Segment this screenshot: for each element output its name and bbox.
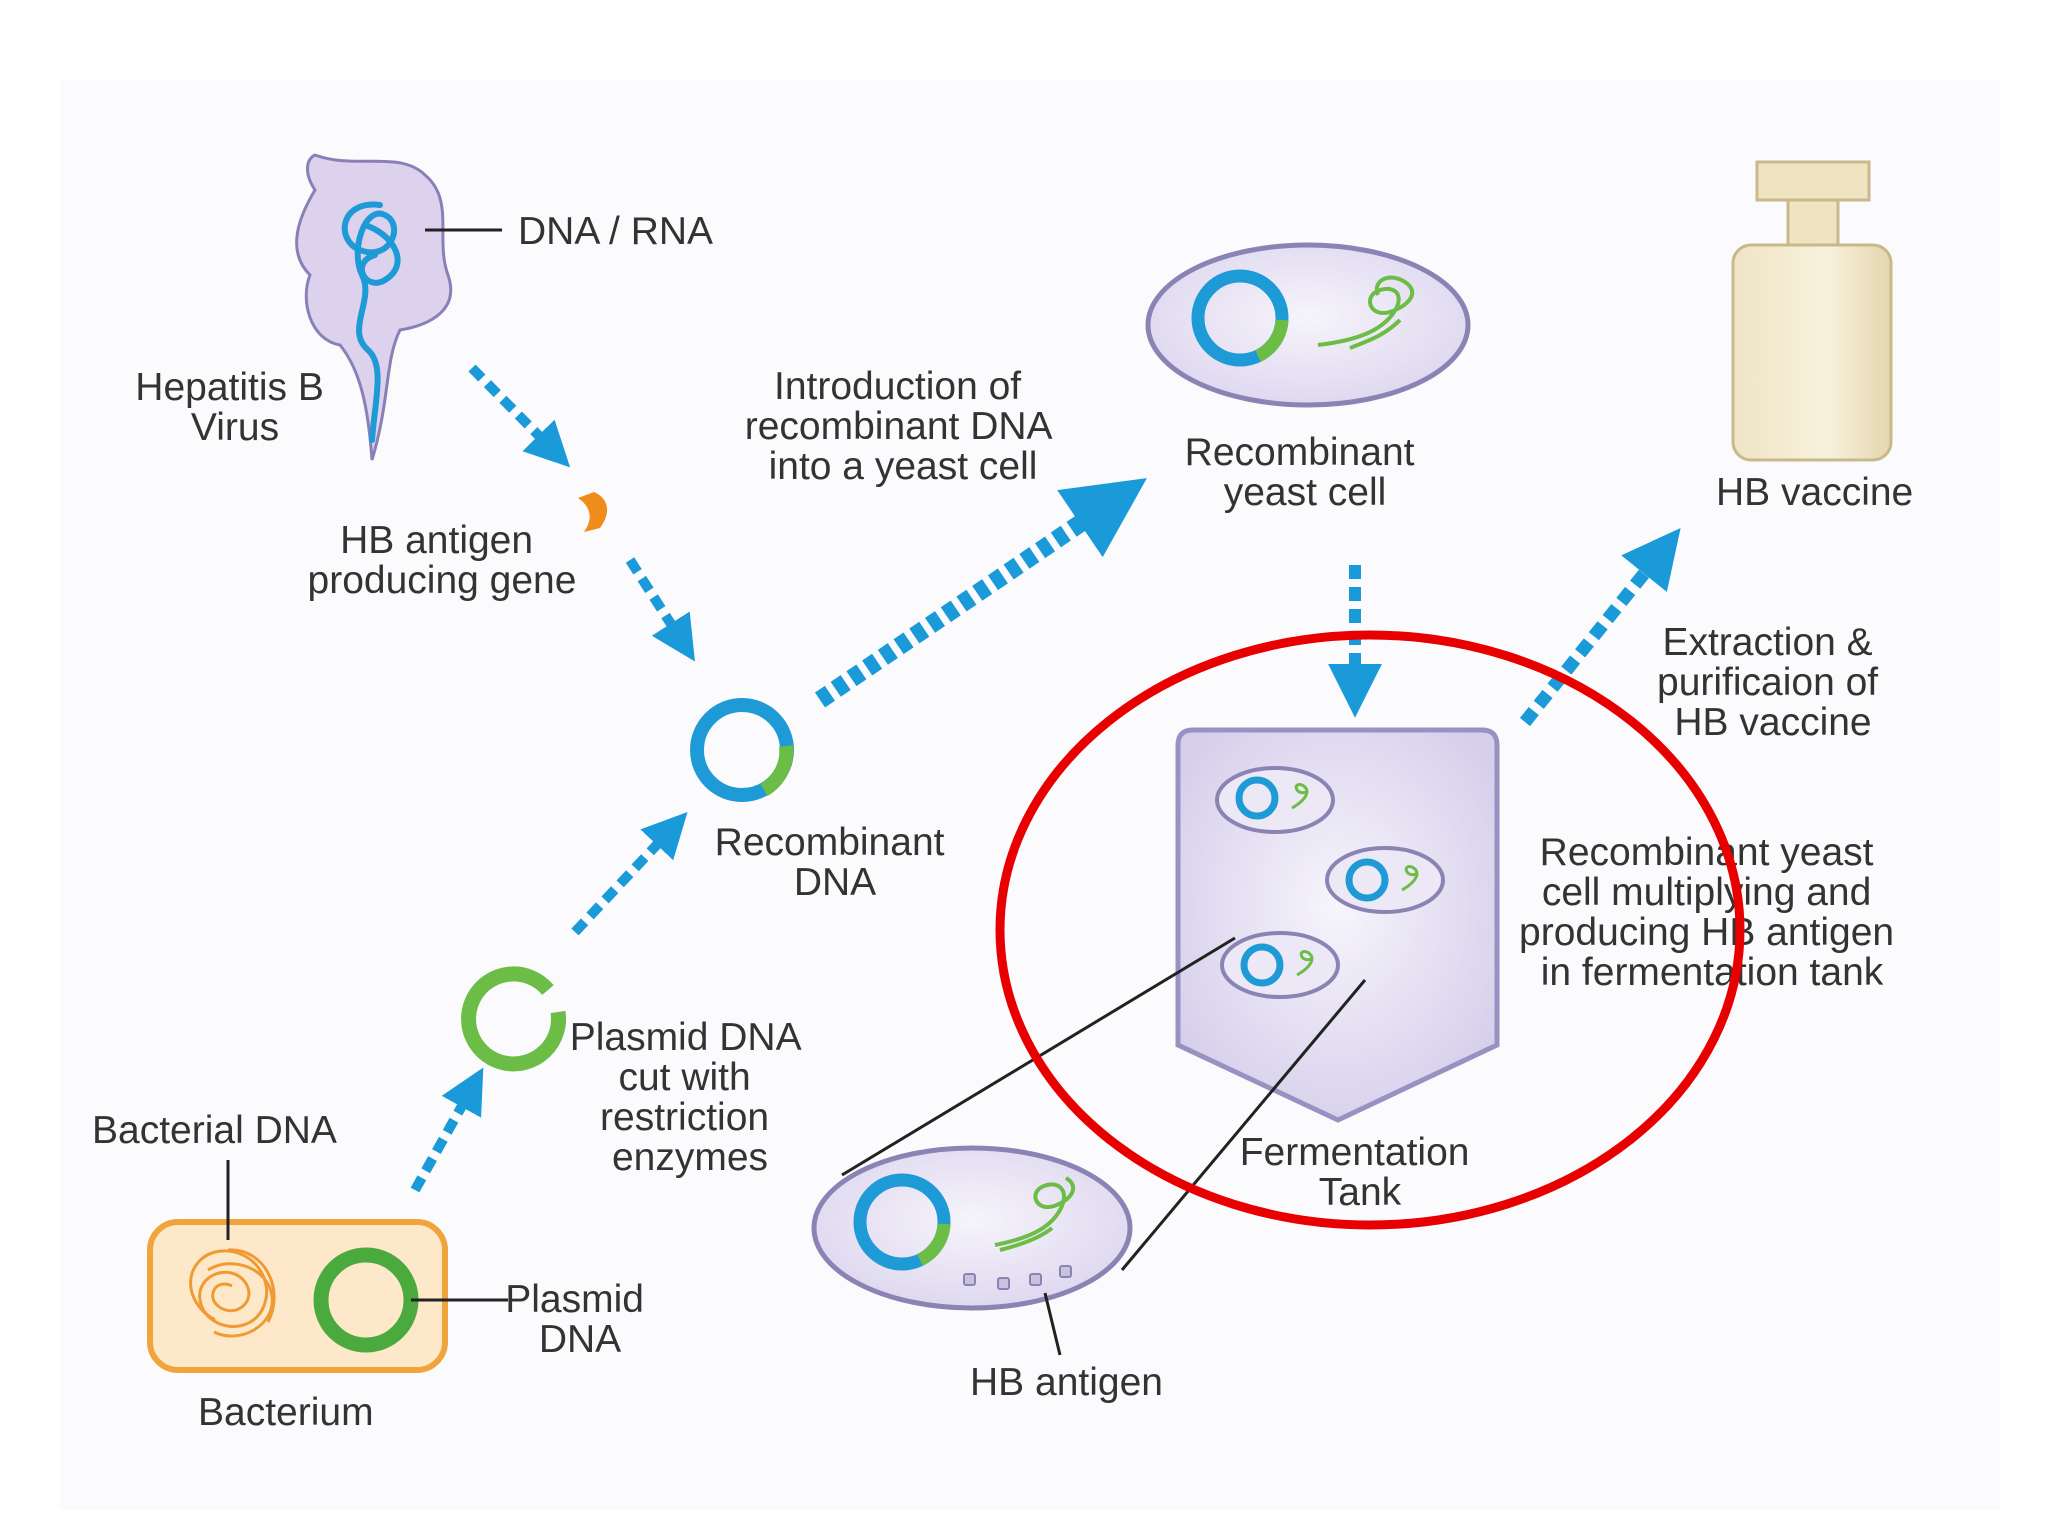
bacterial-dna-coil: [189, 1248, 276, 1338]
plasmid-cut-label: Plasmid DNA cut with restriction enzymes: [570, 1016, 811, 1179]
hepatitis-b-virus-icon: [295, 153, 502, 461]
gene-fragment-icon: [578, 492, 608, 532]
recombinant-dna-label: Recombinant DNA: [715, 821, 956, 904]
hb-gene-label: HB antigen producing gene: [308, 519, 577, 602]
fermentation-tank-icon: [1175, 727, 1500, 1123]
bacterium-label: Bacterium: [198, 1391, 374, 1434]
hb-antigen-leader-line: [1043, 1292, 1062, 1356]
multiplying-label: Recombinant yeast cell multiplying and p…: [1519, 831, 1905, 994]
arrow-virus-to-gene: [468, 364, 571, 468]
yeast-cell-icon: [1145, 242, 1471, 408]
tank-yeast-cell-2: [1325, 846, 1445, 914]
vaccine-vial-icon: [1731, 160, 1893, 462]
zoom-line-right: [1120, 979, 1367, 1271]
recombinant-plasmid-icon: [690, 698, 794, 802]
hepatitis-virus-label: Hepatitis B Virus: [135, 366, 334, 449]
arrow-tank-to-vaccine: [1519, 528, 1681, 727]
dna-rna-label: DNA / RNA: [518, 210, 713, 253]
arrow-cut-plasmid-to-recombinant-dna: [571, 812, 688, 936]
recombinant-yeast-label: Recombinant yeast cell: [1185, 431, 1426, 514]
tank-yeast-cell-1: [1215, 766, 1335, 834]
highlight-circle: [995, 630, 1745, 1230]
hb-vaccine-label: HB vaccine: [1716, 471, 1913, 514]
arrow-gene-to-recombinant-dna: [625, 557, 695, 662]
arrow-bacterium-to-cut-plasmid: [410, 1067, 484, 1193]
hb-antigen-label: HB antigen: [970, 1361, 1163, 1404]
bacterial-dna-label: Bacterial DNA: [92, 1109, 337, 1152]
cut-plasmid-icon: [461, 966, 567, 1072]
tank-yeast-cell-3: [1220, 931, 1340, 999]
extraction-label: Extraction & purificaion of HB vaccine: [1657, 621, 1889, 744]
bacterium-icon: [147, 1219, 448, 1373]
enlarged-yeast-cell-icon: [811, 1145, 1133, 1311]
plasmid-dna-label: Plasmid DNA: [505, 1278, 655, 1361]
introduction-label: Introduction of recombinant DNA into a y…: [745, 365, 1061, 488]
hb-antigen-particles: [963, 1265, 1072, 1290]
fermentation-tank-label: Fermentation Tank: [1240, 1131, 1481, 1214]
